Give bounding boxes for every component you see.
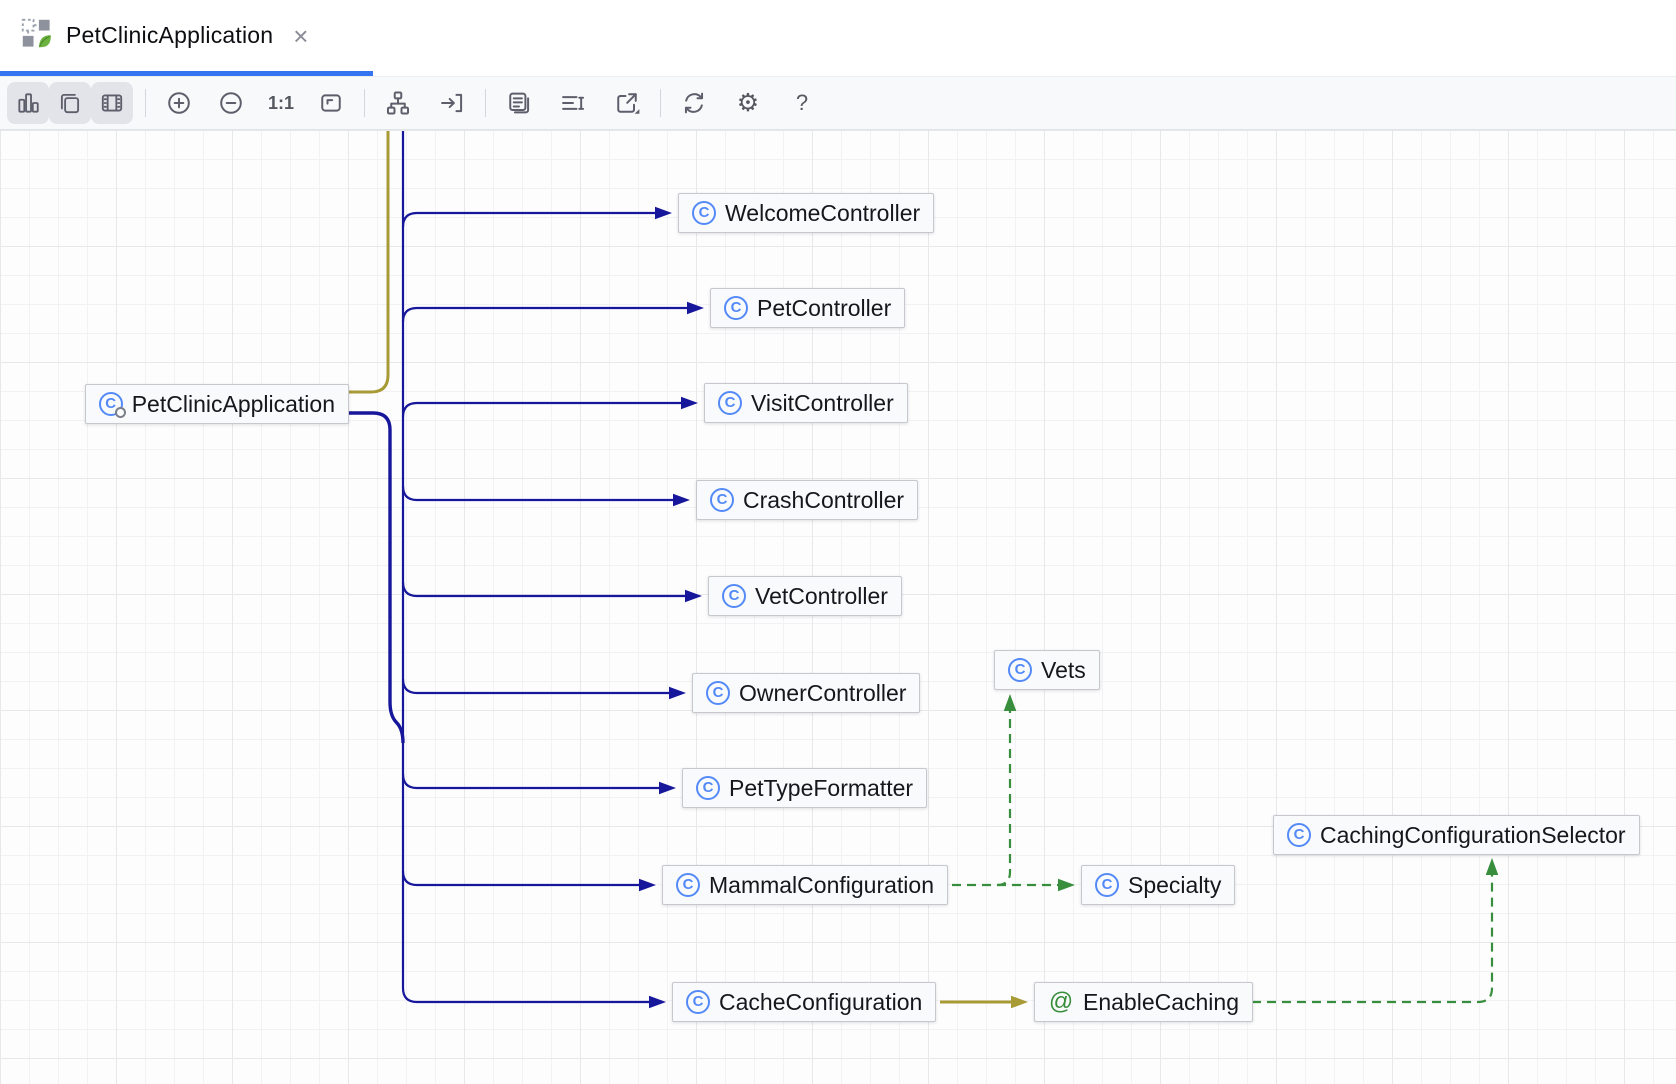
- class-icon: C: [722, 584, 746, 608]
- help-label: ?: [795, 90, 809, 115]
- node-label: EnableCaching: [1083, 988, 1240, 1015]
- node-details-icon[interactable]: [552, 82, 594, 124]
- node-vets[interactable]: C Vets: [994, 650, 1100, 690]
- toolbar-separator: [660, 89, 661, 117]
- class-icon: C: [686, 990, 710, 1014]
- help-icon[interactable]: ?: [781, 82, 823, 124]
- diagram-toolbar: 1:1: [0, 76, 1676, 130]
- node-pettypeformatter[interactable]: C PetTypeFormatter: [682, 768, 928, 808]
- node-vetcontroller[interactable]: C VetController: [708, 576, 902, 616]
- toolbar-separator: [485, 89, 486, 117]
- annotation-icon: @: [1048, 988, 1074, 1015]
- filmstrip-icon[interactable]: [91, 82, 133, 124]
- node-label: VetController: [755, 582, 888, 609]
- node-label: VisitController: [751, 389, 894, 416]
- class-icon: C: [724, 296, 748, 320]
- copy-diagram-icon[interactable]: [49, 82, 91, 124]
- class-icon: C: [676, 873, 700, 897]
- toolbar-separator: [145, 89, 146, 117]
- settings-gear-icon[interactable]: ⚙: [727, 82, 769, 124]
- class-icon: C: [718, 391, 742, 415]
- node-label: PetClinicApplication: [131, 390, 335, 417]
- node-label: Specialty: [1128, 871, 1222, 898]
- zoom-out-icon[interactable]: [210, 82, 252, 124]
- node-label: PetController: [757, 294, 892, 321]
- node-label: WelcomeController: [725, 199, 921, 226]
- editor-tab-bar: PetClinicApplication ×: [0, 0, 1676, 76]
- node-label: MammalConfiguration: [709, 871, 934, 898]
- node-petcontroller[interactable]: C PetController: [710, 288, 906, 328]
- class-icon: C: [696, 776, 720, 800]
- gear-glyph: ⚙: [736, 89, 760, 117]
- node-label: CachingConfigurationSelector: [1320, 821, 1626, 848]
- node-enablecaching[interactable]: @ EnableCaching: [1034, 982, 1254, 1022]
- diagram-file-icon: [21, 18, 52, 54]
- actual-size-label: 1:1: [267, 92, 294, 113]
- node-crashcontroller[interactable]: C CrashController: [696, 480, 919, 520]
- node-ownercontroller[interactable]: C OwnerController: [692, 673, 921, 713]
- toolbar-separator: [364, 89, 365, 117]
- refresh-icon[interactable]: [673, 82, 715, 124]
- class-icon: C: [1008, 658, 1032, 682]
- class-icon: C: [1287, 823, 1311, 847]
- active-tab-indicator: [0, 71, 373, 76]
- export-icon[interactable]: [606, 82, 648, 124]
- class-overlay-icon: [114, 407, 126, 418]
- node-welcomecontroller[interactable]: C WelcomeController: [678, 193, 935, 233]
- node-label: CacheConfiguration: [719, 988, 923, 1015]
- zoom-in-icon[interactable]: [158, 82, 200, 124]
- node-specialty[interactable]: C Specialty: [1081, 865, 1236, 905]
- class-icon: C: [1095, 873, 1119, 897]
- layout-hierarchic-icon[interactable]: [377, 82, 419, 124]
- node-label: PetTypeFormatter: [729, 774, 914, 801]
- tab-title: PetClinicApplication: [66, 22, 274, 48]
- class-icon: C: [98, 392, 126, 418]
- class-icon: C: [710, 488, 734, 512]
- node-mammalconfiguration[interactable]: C MammalConfiguration: [662, 865, 948, 905]
- node-visitcontroller[interactable]: C VisitController: [704, 383, 908, 423]
- node-label: OwnerController: [739, 679, 907, 706]
- node-cacheconfiguration[interactable]: C CacheConfiguration: [672, 982, 937, 1022]
- fit-content-icon[interactable]: [310, 82, 352, 124]
- class-icon: C: [706, 681, 730, 705]
- class-icon: C: [692, 201, 716, 225]
- tab-close-icon[interactable]: ×: [293, 20, 309, 51]
- node-cachingconfigurationselector[interactable]: C CachingConfigurationSelector: [1273, 815, 1640, 855]
- node-label: CrashController: [743, 486, 905, 513]
- show-notes-icon[interactable]: [498, 82, 540, 124]
- column-chart-icon[interactable]: [7, 82, 49, 124]
- actual-size-button[interactable]: 1:1: [260, 82, 302, 124]
- collapse-into-icon[interactable]: [431, 82, 473, 124]
- node-label: Vets: [1041, 656, 1086, 683]
- tab-petclinicapplication[interactable]: PetClinicApplication ×: [0, 0, 330, 71]
